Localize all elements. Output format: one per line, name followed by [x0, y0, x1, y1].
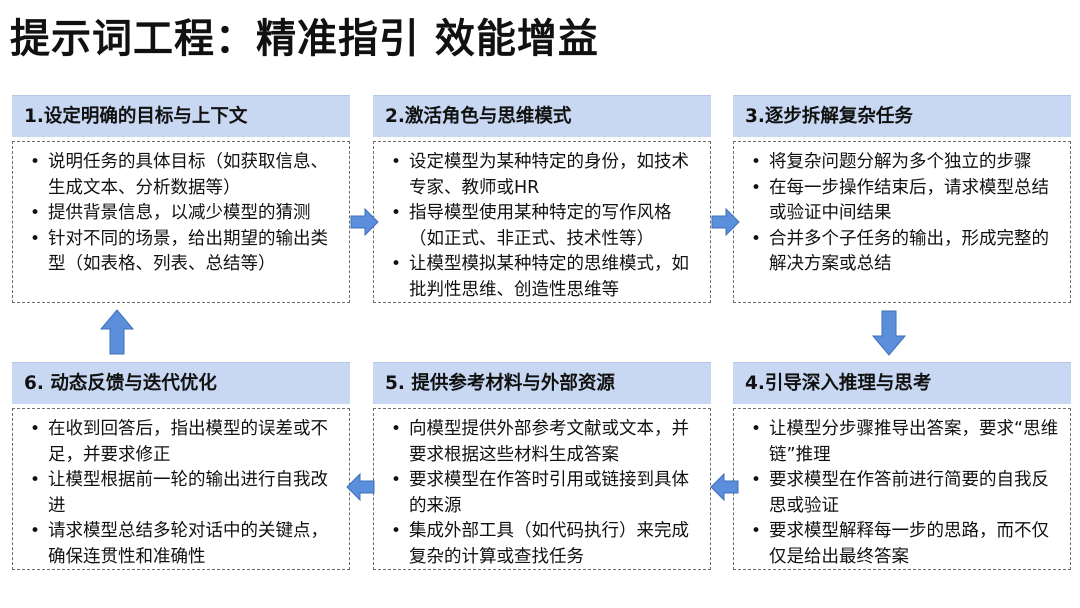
- list-item: • 在每一步操作结束后，请求模型总结或验证中间结果: [742, 176, 1062, 227]
- item-text: 让模型分步骤推导出答案，要求“思维链”推理: [769, 419, 1059, 465]
- list-item: • 向模型提供外部参考文献或文本，并要求根据这些材料生成答案: [382, 417, 702, 468]
- bullet-icon: •: [391, 254, 402, 274]
- arrow-up-icon: [100, 309, 134, 355]
- item-text: 将复杂问题分解为多个独立的步骤: [769, 152, 1032, 172]
- bullet-icon: •: [751, 177, 762, 198]
- bullet-icon: •: [751, 228, 762, 249]
- bullet-icon: •: [391, 521, 402, 541]
- step-card-2: 2.激活角色与思维模式 • 设定模型为某种特定的身份，如技术专家、教师或HR • 指…: [373, 95, 711, 303]
- arrow-down-icon: [872, 310, 906, 356]
- arrow-right-icon: [350, 207, 379, 237]
- bullet-icon: •: [30, 152, 41, 172]
- list-item: • 针对不同的场景，给出期望的输出类型（如表格、列表、总结等）: [21, 227, 341, 278]
- item-text: 集成外部工具（如代码执行）来完成复杂的计算或查找任务: [409, 521, 689, 567]
- step-card-4: 4.引导深入推理与思考 • 让模型分步骤推导出答案，要求“思维链”推理 • 要求模型…: [733, 362, 1071, 570]
- item-text: 请求模型总结多轮对话中的关键点，确保连贯性和准确性: [48, 521, 328, 567]
- item-text: 向模型提供外部参考文献或文本，并要求根据这些材料生成答案: [409, 419, 689, 465]
- bullet-icon: •: [751, 419, 762, 439]
- step-title: 5. 提供参考材料与外部资源: [373, 362, 711, 404]
- item-text: 说明任务的具体目标（如获取信息、生成文本、分析数据等）: [48, 152, 328, 198]
- step-title: 6. 动态反馈与迭代优化: [12, 362, 350, 404]
- step-card-1: 1.设定明确的目标与上下文 • 说明任务的具体目标（如获取信息、生成文本、分析数据…: [12, 95, 350, 303]
- step-title: 3.逐步拆解复杂任务: [733, 95, 1071, 137]
- item-text: 设定模型为某种特定的身份，如技术专家、教师或HR: [409, 152, 689, 198]
- bullet-icon: •: [391, 203, 402, 223]
- list-item: • 让模型分步骤推导出答案，要求“思维链”推理: [742, 417, 1062, 468]
- item-text: 在收到回答后，指出模型的误差或不足，并要求修正: [48, 419, 328, 465]
- bullet-icon: •: [30, 203, 41, 223]
- item-text: 指导模型使用某种特定的写作风格（如正式、非正式、技术性等）: [409, 203, 672, 249]
- bullet-icon: •: [30, 470, 41, 490]
- step-title: 2.激活角色与思维模式: [373, 95, 711, 137]
- bullet-icon: •: [391, 470, 402, 490]
- item-text: 要求模型在作答时引用或链接到具体的来源: [409, 470, 689, 516]
- step-title: 1.设定明确的目标与上下文: [12, 95, 350, 137]
- item-text: 在每一步操作结束后，请求模型总结或验证中间结果: [769, 177, 1049, 224]
- list-item: • 指导模型使用某种特定的写作风格（如正式、非正式、技术性等）: [382, 201, 702, 252]
- step-card-3: 3.逐步拆解复杂任务 • 将复杂问题分解为多个独立的步骤 • 在每一步操作结束后，请…: [733, 95, 1071, 303]
- list-item: • 让模型根据前一轮的输出进行自我改进: [21, 468, 341, 519]
- bullet-icon: •: [30, 419, 41, 439]
- bullet-icon: •: [30, 521, 41, 541]
- item-text: 要求模型解释每一步的思路，而不仅仅是给出最终答案: [769, 521, 1049, 567]
- list-item: • 说明任务的具体目标（如获取信息、生成文本、分析数据等）: [21, 150, 341, 201]
- list-item: • 在收到回答后，指出模型的误差或不足，并要求修正: [21, 417, 341, 468]
- step-body: • 说明任务的具体目标（如获取信息、生成文本、分析数据等） • 提供背景信息，以减少…: [12, 141, 350, 303]
- item-text: 让模型模拟某种特定的思维模式，如批判性思维、创造性思维等: [409, 254, 689, 300]
- bullet-icon: •: [751, 470, 762, 490]
- item-text: 要求模型在作答前进行简要的自我反思或验证: [769, 470, 1049, 516]
- step-body: • 设定模型为某种特定的身份，如技术专家、教师或HR • 指导模型使用某种特定的写作…: [373, 141, 711, 303]
- item-text: 合并多个子任务的输出，形成完整的解决方案或总结: [769, 228, 1049, 275]
- step-title: 4.引导深入推理与思考: [733, 362, 1071, 404]
- item-text: 针对不同的场景，给出期望的输出类型（如表格、列表、总结等）: [48, 228, 328, 275]
- bullet-icon: •: [751, 521, 762, 541]
- step-body: • 让模型分步骤推导出答案，要求“思维链”推理 • 要求模型在作答前进行简要的自我反…: [733, 408, 1071, 570]
- list-item: • 合并多个子任务的输出，形成完整的解决方案或总结: [742, 227, 1062, 278]
- step-body: • 将复杂问题分解为多个独立的步骤 • 在每一步操作结束后，请求模型总结或验证中间结…: [733, 141, 1071, 303]
- item-text: 让模型根据前一轮的输出进行自我改进: [48, 470, 328, 516]
- page-title: 提示词工程：精准指引 效能增益: [10, 16, 599, 62]
- step-card-6: 6. 动态反馈与迭代优化 • 在收到回答后，指出模型的误差或不足，并要求修正 • 让…: [12, 362, 350, 570]
- step-body: • 向模型提供外部参考文献或文本，并要求根据这些材料生成答案 • 要求模型在作答时引…: [373, 408, 711, 570]
- list-item: • 要求模型在作答时引用或链接到具体的来源: [382, 468, 702, 519]
- arrow-right-icon: [711, 207, 740, 237]
- list-item: • 请求模型总结多轮对话中的关键点，确保连贯性和准确性: [21, 519, 341, 570]
- bullet-icon: •: [391, 419, 402, 439]
- arrow-left-icon: [346, 472, 375, 502]
- list-item: • 设定模型为某种特定的身份，如技术专家、教师或HR: [382, 150, 702, 201]
- step-body: • 在收到回答后，指出模型的误差或不足，并要求修正 • 让模型根据前一轮的输出进行自…: [12, 408, 350, 570]
- step-card-5: 5. 提供参考材料与外部资源 • 向模型提供外部参考文献或文本，并要求根据这些材料…: [373, 362, 711, 570]
- bullet-icon: •: [391, 152, 402, 172]
- item-text: 提供背景信息，以减少模型的猜测: [48, 203, 311, 223]
- list-item: • 将复杂问题分解为多个独立的步骤: [742, 150, 1062, 176]
- bullet-icon: •: [751, 152, 762, 172]
- list-item: • 提供背景信息，以减少模型的猜测: [21, 201, 341, 227]
- list-item: • 要求模型解释每一步的思路，而不仅仅是给出最终答案: [742, 519, 1062, 570]
- arrow-left-icon: [710, 472, 739, 502]
- list-item: • 集成外部工具（如代码执行）来完成复杂的计算或查找任务: [382, 519, 702, 570]
- list-item: • 让模型模拟某种特定的思维模式，如批判性思维、创造性思维等: [382, 252, 702, 303]
- list-item: • 要求模型在作答前进行简要的自我反思或验证: [742, 468, 1062, 519]
- bullet-icon: •: [30, 228, 41, 249]
